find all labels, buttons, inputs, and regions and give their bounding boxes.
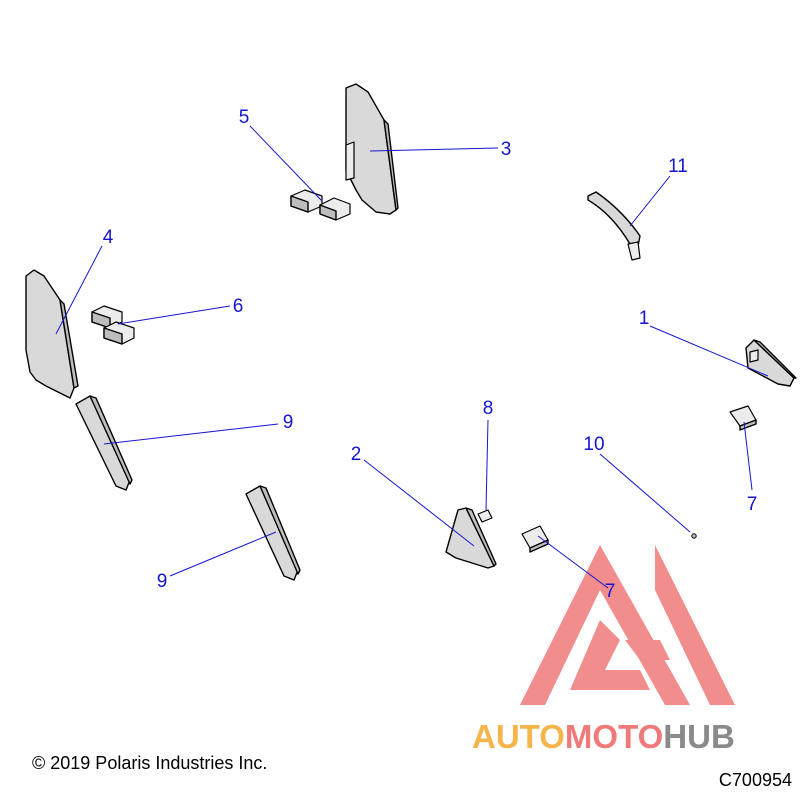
watermark-auto: AUTO bbox=[472, 718, 565, 755]
callout-8: 8 bbox=[483, 398, 494, 419]
watermark-text: AUTOMOTOHUB bbox=[472, 718, 735, 756]
leader-lines bbox=[55, 125, 769, 589]
part-4-panel bbox=[25, 269, 79, 399]
part-8-clip bbox=[477, 509, 493, 523]
watermark-logo-icon bbox=[520, 545, 735, 705]
callout-11: 11 bbox=[668, 156, 688, 177]
part-2-gusset bbox=[445, 507, 497, 569]
callout-1: 1 bbox=[639, 308, 650, 329]
part-9-strip-upper bbox=[75, 395, 133, 491]
drawing-code: C700954 bbox=[718, 770, 792, 790]
callout-7-center: 7 bbox=[605, 581, 616, 602]
part-1-bracket bbox=[745, 339, 797, 387]
part-5-blocks bbox=[290, 189, 351, 221]
copyright-notice: © 2019 Polaris Industries Inc. bbox=[32, 753, 268, 773]
part-9-strip-lower bbox=[245, 485, 301, 581]
part-6-blocks bbox=[91, 305, 135, 345]
watermark-moto: MOTO bbox=[564, 718, 664, 755]
part-3-panel bbox=[345, 83, 399, 215]
part-10-fastener bbox=[691, 533, 697, 539]
part-11-curved-strip bbox=[587, 191, 641, 261]
callout-10: 10 bbox=[583, 434, 604, 455]
callout-4: 4 bbox=[103, 227, 114, 248]
callout-9-upper: 9 bbox=[283, 412, 294, 433]
callout-9-lower: 9 bbox=[157, 571, 168, 592]
callout-5: 5 bbox=[239, 107, 250, 128]
callout-3: 3 bbox=[501, 139, 512, 160]
callout-6: 6 bbox=[233, 296, 244, 317]
part-7-pad-right bbox=[729, 405, 757, 431]
part-7-pad-center bbox=[521, 525, 549, 553]
watermark-hub: HUB bbox=[663, 718, 735, 755]
callout-7-right: 7 bbox=[747, 494, 758, 515]
callout-2: 2 bbox=[351, 444, 362, 465]
